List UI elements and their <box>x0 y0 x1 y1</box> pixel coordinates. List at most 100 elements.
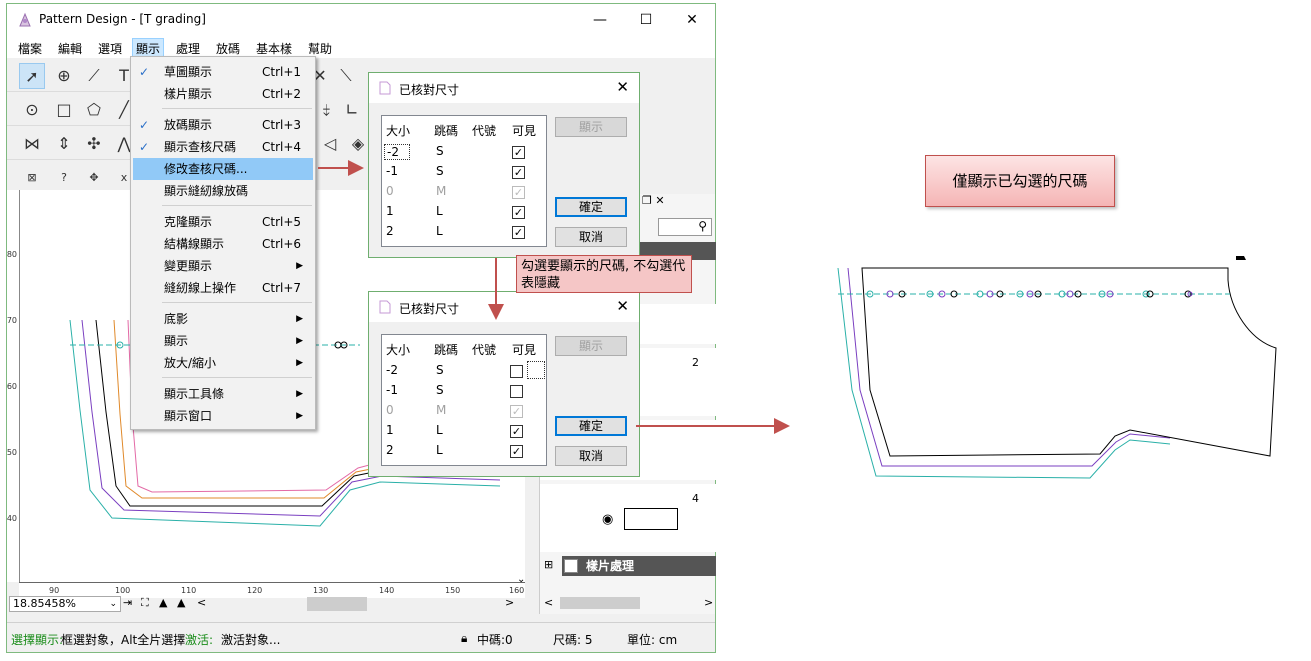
eye-icon[interactable]: ◉ <box>602 512 614 527</box>
ok-button[interactable]: 確定 <box>555 197 627 217</box>
point-icon[interactable]: ⊙ <box>25 100 39 119</box>
split-icon[interactable]: ⤈ <box>322 100 330 119</box>
fold-icon[interactable]: ⇕ <box>57 134 71 153</box>
menu-item-shortcut: Ctrl+3 <box>262 118 302 132</box>
menu-item-structure-display[interactable]: 結構線顯示 Ctrl+6 <box>133 233 313 255</box>
notch-icon[interactable]: ✣ <box>87 134 101 153</box>
visible-checkbox[interactable]: ✓ <box>512 226 525 239</box>
menu-item-label: 底影 <box>164 312 189 326</box>
mirror-icon[interactable]: ⋈ <box>24 134 40 153</box>
visible-checkbox[interactable] <box>510 385 523 398</box>
menu-item-modify-check-sizes[interactable]: 修改查核尺碼... <box>133 158 313 180</box>
ok-button[interactable]: 確定 <box>555 416 627 436</box>
menu-item-toolbars[interactable]: 顯示工具條 ▶ <box>133 383 313 405</box>
menu-separator <box>162 302 312 303</box>
fullscreen-icon[interactable]: ⛶ <box>141 596 149 609</box>
zoom-icon[interactable]: ⊕ <box>57 66 71 85</box>
menu-item-label: 顯示工具條 <box>164 387 225 401</box>
menu-view[interactable]: 顯示 <box>132 38 165 59</box>
visible-checkbox[interactable]: ✓ <box>510 425 523 438</box>
size-list: 大小 跳碼 代號 可見 -2 S ✓ -1 S ✓ 0 M ✓ 1 L ✓ 2 … <box>381 115 547 247</box>
menu-item-seam-grading[interactable]: 顯示縫紉線放碼 <box>133 180 313 202</box>
menu-item-shadow[interactable]: 底影 ▶ <box>133 308 313 330</box>
menu-item-label: 顯示 <box>164 334 189 348</box>
menu-edit[interactable]: 編輯 <box>58 42 83 56</box>
visible-checkbox[interactable]: ✓ <box>510 445 523 458</box>
text-tool-icon[interactable]: T <box>119 66 129 85</box>
visible-checkbox[interactable]: ✓ <box>512 146 525 159</box>
menu-item-clone-display[interactable]: 克隆顯示 Ctrl+5 <box>133 211 313 233</box>
menu-item-show-check-sizes[interactable]: ✓ 顯示查核尺碼 Ctrl+4 <box>133 136 313 158</box>
piece-group-label[interactable]: 樣片處理 <box>562 556 716 576</box>
grade-x-icon[interactable]: x <box>120 171 128 184</box>
visible-checkbox[interactable]: ✓ <box>512 166 525 179</box>
menu-grading[interactable]: 放碼 <box>216 42 241 56</box>
piece-number: 2 <box>692 356 699 369</box>
cancel-button[interactable]: 取消 <box>555 446 627 466</box>
menu-options[interactable]: 選項 <box>98 42 123 56</box>
chevron-down-icon: ⌄ <box>109 599 117 609</box>
maximize-button[interactable]: ☐ <box>639 12 653 28</box>
jump-cell: M <box>436 403 447 417</box>
result-callout: 僅顯示已勾選的尺碼 <box>925 155 1115 207</box>
menu-item-display[interactable]: 顯示 ▶ <box>133 330 313 352</box>
hruler-label: 150 <box>445 586 461 595</box>
fit-page-icon[interactable]: ⇥ <box>123 596 133 609</box>
panel-scrollbar-thumb[interactable] <box>560 597 640 609</box>
line-icon[interactable]: ╱ <box>119 100 129 119</box>
pleat-icon[interactable]: ◁ <box>323 134 337 153</box>
menu-item-windows[interactable]: 顯示窗口 ▶ <box>133 405 313 427</box>
search-icon[interactable]: ⚲ <box>658 218 712 236</box>
menu-item-sketch-display[interactable]: ✓ 草圖顯示 Ctrl+1 <box>133 61 313 83</box>
menu-item-label: 克隆顯示 <box>164 215 213 229</box>
zoom-out-icon[interactable]: ▲ <box>159 596 168 609</box>
diamond-icon[interactable]: ◈ <box>351 134 365 153</box>
dialog-title: 已核對尺寸 <box>399 302 460 316</box>
status-unit: 單位: cm <box>627 633 678 647</box>
panel-scroll-right-icon[interactable]: > <box>704 596 714 609</box>
zoom-in-icon[interactable]: ▲ <box>177 596 186 609</box>
menu-item-piece-display[interactable]: 樣片顯示 Ctrl+2 <box>133 83 313 105</box>
scroll-down-icon[interactable]: ⌄ <box>517 574 526 585</box>
angle-icon[interactable]: ∟ <box>345 100 359 119</box>
diagonal-tool-icon[interactable]: ⟍ <box>340 66 352 85</box>
status-mode-text: 框選對象，Alt全片選擇 <box>61 633 186 647</box>
close-icon[interactable]: ✕ <box>616 78 629 96</box>
cancel-button[interactable]: 取消 <box>555 227 627 247</box>
menu-help[interactable]: 幫助 <box>308 42 333 56</box>
menu-item-shortcut: Ctrl+4 <box>262 140 302 154</box>
submenu-arrow-icon: ▶ <box>296 358 303 368</box>
horizontal-scrollbar-thumb[interactable] <box>307 597 367 611</box>
visible-checkbox[interactable] <box>510 365 523 378</box>
size-cell: 0 <box>386 184 394 198</box>
dart-icon[interactable]: ⋀ <box>117 134 131 153</box>
menu-file[interactable]: 檔案 <box>18 42 43 56</box>
grade-xy-icon[interactable]: ⊠ <box>27 171 37 184</box>
close-icon[interactable]: ✕ <box>616 297 629 315</box>
scroll-left-icon[interactable]: < <box>197 596 207 609</box>
piece-thumbnail-4[interactable]: 4 ◉ <box>540 484 716 552</box>
menu-item-zoom[interactable]: 放大/縮小 ▶ <box>133 352 313 374</box>
group-checkbox[interactable] <box>564 559 578 573</box>
menu-process[interactable]: 處理 <box>176 42 201 56</box>
scroll-right-icon[interactable]: > <box>505 596 515 609</box>
measure-icon[interactable]: ✕ <box>313 66 327 85</box>
menu-item-seam-operation[interactable]: 縫紉線上操作 Ctrl+7 <box>133 277 313 299</box>
close-button[interactable]: ✕ <box>686 12 698 28</box>
grade-query-icon[interactable]: ? <box>61 171 67 184</box>
grade-move-icon[interactable]: ✥ <box>89 171 99 184</box>
menu-item-shortcut: Ctrl+2 <box>262 87 302 101</box>
rectangle-icon[interactable]: □ <box>56 100 72 119</box>
expand-icon[interactable]: ⊞ <box>544 558 554 571</box>
menu-item-grading-display[interactable]: ✓ 放碼顯示 Ctrl+3 <box>133 114 313 136</box>
menu-item-change-display[interactable]: 變更顯示 ▶ <box>133 255 313 277</box>
ruler-icon[interactable]: ⟋ <box>88 66 100 85</box>
menu-basic[interactable]: 基本樣 <box>256 42 293 56</box>
visible-checkbox[interactable]: ✓ <box>512 206 525 219</box>
zoom-select[interactable]: 18.85458% ⌄ <box>9 596 121 612</box>
size-cell[interactable]: -2 <box>384 144 410 160</box>
select-arrow-icon[interactable]: ➚ <box>19 63 45 89</box>
minimize-button[interactable]: — <box>593 12 607 28</box>
polygon-icon[interactable]: ⬠ <box>87 100 101 119</box>
panel-scroll-left-icon[interactable]: < <box>544 596 554 609</box>
